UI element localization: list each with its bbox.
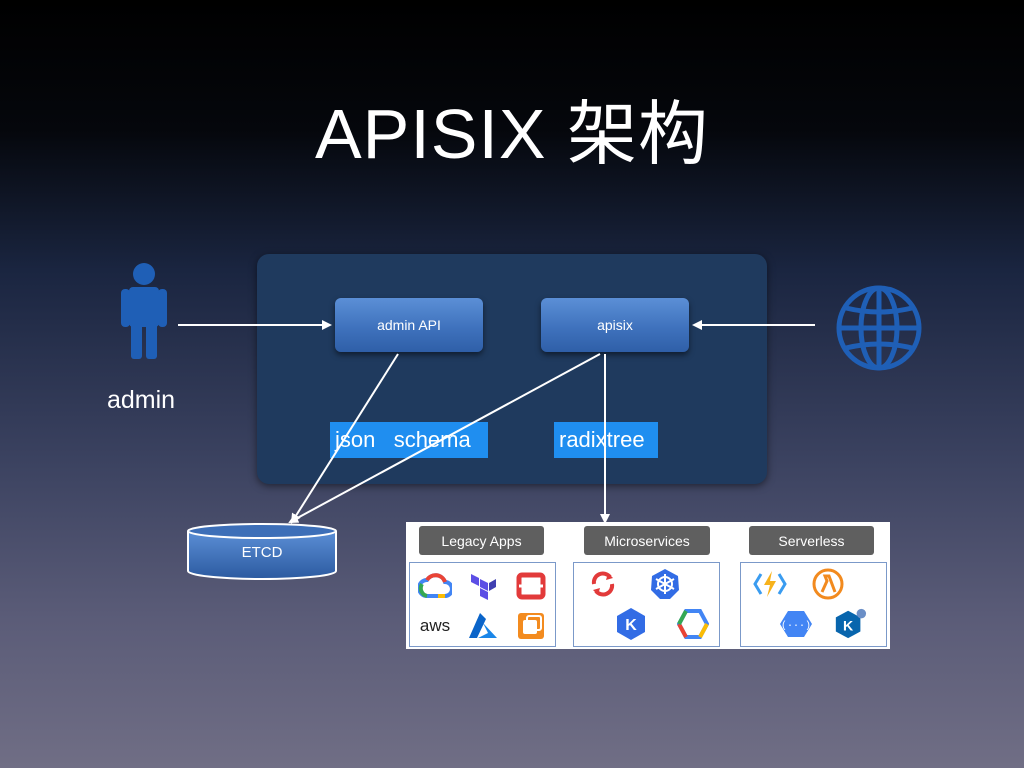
legacy-apps-panel: aws (409, 562, 556, 647)
knative-icon: K (833, 607, 867, 641)
lambda-icon (811, 567, 845, 601)
legacy-apps-header: Legacy Apps (419, 526, 544, 555)
upstream-services: Legacy Apps aws (406, 522, 890, 649)
globe-icon (836, 285, 922, 371)
microservices-panel: K (573, 562, 720, 647)
svg-text:K: K (625, 617, 637, 634)
slide-title: APISIX 架构 (314, 95, 710, 173)
terraform-icon (466, 569, 500, 603)
kubernetes-icon (648, 567, 682, 601)
openshift-icon (514, 569, 548, 603)
apisix-to-etcd-arrow (288, 353, 601, 523)
azure-functions-icon (753, 567, 787, 601)
etcd-cylinder[interactable] (186, 522, 338, 582)
google-cloud-icon (418, 569, 452, 603)
admin-label: admin (107, 386, 176, 414)
admin-person-icon (121, 263, 167, 359)
azure-icon (466, 609, 500, 643)
vmware-icon (514, 609, 548, 643)
apisix-box[interactable]: apisix (541, 298, 689, 352)
admin-api-box[interactable]: admin API (335, 298, 483, 352)
k-shield-icon: K (614, 607, 648, 641)
serverless-header: Serverless (749, 526, 874, 555)
adminapi-to-etcd-arrow (290, 353, 399, 524)
gke-icon (676, 607, 710, 641)
openshift-spin-icon (586, 567, 620, 601)
aws-icon: aws (419, 616, 451, 635)
cloud-functions-icon: (···) (779, 607, 813, 641)
svg-text:K: K (843, 619, 854, 635)
serverless-panel: (···) K (740, 562, 887, 647)
etcd-label: ETCD (241, 544, 283, 561)
svg-text:(···): (···) (781, 620, 811, 632)
microservices-header: Microservices (584, 526, 710, 555)
